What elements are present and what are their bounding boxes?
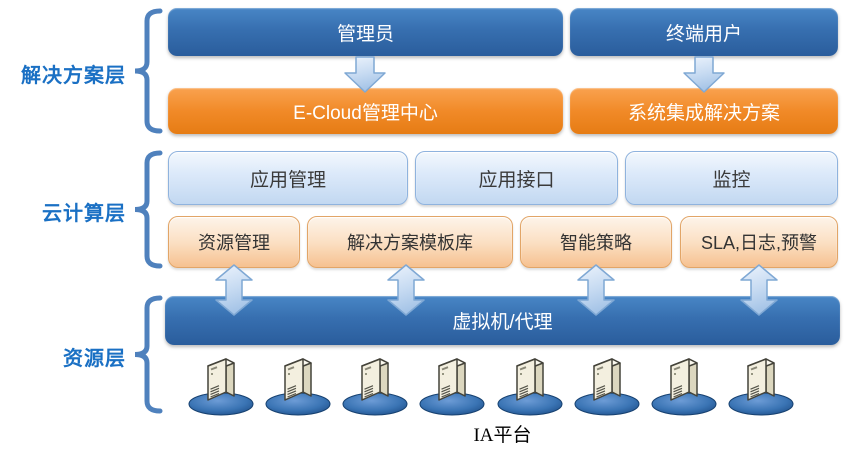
server-icon bbox=[417, 352, 487, 416]
brace-icon bbox=[134, 295, 163, 414]
box-integration-solution: 系统集成解决方案 bbox=[570, 88, 838, 134]
double-arrow-icon bbox=[387, 264, 425, 316]
server-icon bbox=[340, 352, 410, 416]
layer-label-cloud: 云计算层 bbox=[42, 203, 126, 225]
server-group bbox=[186, 352, 796, 416]
double-arrow-icon bbox=[215, 264, 253, 316]
box-sla-log-alert: SLA,日志,预警 bbox=[680, 216, 838, 268]
brace-icon bbox=[134, 150, 163, 269]
box-resource-mgmt: 资源管理 bbox=[168, 216, 300, 268]
server-icon bbox=[649, 352, 719, 416]
box-smart-policy: 智能策略 bbox=[520, 216, 672, 268]
server-icon bbox=[186, 352, 256, 416]
box-admin: 管理员 bbox=[168, 8, 563, 56]
box-monitoring: 监控 bbox=[625, 151, 838, 205]
server-icon bbox=[572, 352, 642, 416]
down-arrow-icon bbox=[344, 56, 386, 93]
box-vm-agent: 虚拟机/代理 bbox=[165, 296, 840, 345]
box-ecloud-center: E-Cloud管理中心 bbox=[168, 88, 563, 134]
platform-label: IA平台 bbox=[473, 425, 532, 446]
box-end-user: 终端用户 bbox=[570, 8, 838, 56]
down-arrow-icon bbox=[683, 56, 725, 93]
server-icon bbox=[495, 352, 565, 416]
server-icon bbox=[726, 352, 796, 416]
double-arrow-icon bbox=[577, 264, 615, 316]
layer-label-solution: 解决方案层 bbox=[21, 65, 126, 87]
box-app-interface: 应用接口 bbox=[415, 151, 618, 205]
server-icon bbox=[263, 352, 333, 416]
brace-icon bbox=[134, 8, 163, 134]
double-arrow-icon bbox=[740, 264, 778, 316]
box-solution-template-lib: 解决方案模板库 bbox=[307, 216, 513, 268]
layer-label-resource: 资源层 bbox=[63, 348, 126, 370]
box-app-mgmt: 应用管理 bbox=[168, 151, 408, 205]
